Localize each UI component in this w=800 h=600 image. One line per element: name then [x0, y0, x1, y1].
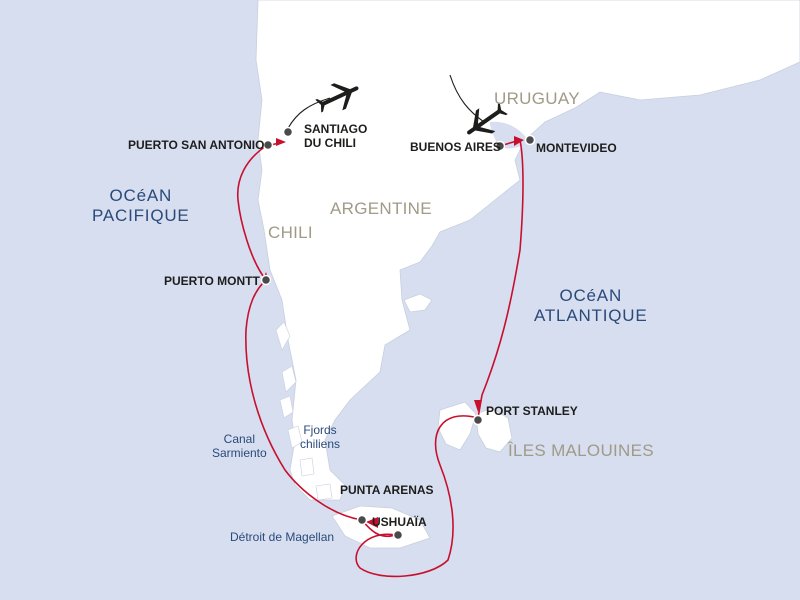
- feature-label-detroit-magellan: Détroit de Magellan: [230, 530, 335, 544]
- city-label-puerto-montt: PUERTO MONTT: [164, 274, 260, 288]
- feature-label-canal-line1: Canal: [223, 432, 256, 446]
- route-arrow: [514, 136, 524, 146]
- city-label-montevideo: MONTEVIDEO: [536, 141, 617, 155]
- country-label-chili: CHILI: [268, 223, 313, 242]
- city-label-santiago-line1: SANTIAGO: [304, 122, 368, 136]
- airplane-icon: [315, 83, 359, 113]
- pacific-ocean-label-line2: PACIFIQUE: [92, 206, 190, 226]
- city-label-punta-arenas: PUNTA ARENAS: [340, 483, 434, 497]
- valdes-peninsula: [403, 293, 433, 313]
- airplane-icon: [467, 102, 508, 135]
- port-dot-santiago: [282, 126, 294, 138]
- falkland-islands: [437, 401, 513, 453]
- port-dot-ushuaia: [392, 529, 404, 541]
- pacific-ocean-label-line1: OCéAN: [109, 186, 173, 205]
- city-label-buenos-aires: BUENOS AIRES: [410, 140, 501, 154]
- feature-label-fjords-line2: chiliens: [300, 436, 341, 451]
- port-dot-buenos-aires: [494, 140, 506, 152]
- port-dot-montevideo: [524, 134, 536, 146]
- south-america-landmass: [255, 0, 800, 501]
- atlantic-ocean-label: OCéAN ATLANTIQUE: [534, 286, 647, 327]
- feature-label-fjords-line1: Fjords: [303, 423, 337, 437]
- city-label-ushuaia: USHUAÏA: [372, 515, 427, 529]
- port-dot-port-stanley: [472, 414, 484, 426]
- pacific-ocean-label: OCéAN PACIFIQUE: [92, 186, 190, 227]
- atlantic-ocean-label-line1: OCéAN: [559, 286, 623, 305]
- country-label-malouines: ÎLES MALOUINES: [508, 441, 654, 460]
- tierra-del-fuego: [331, 505, 431, 549]
- chilean-fjord-islands: [275, 321, 333, 501]
- port-dot-puerto-montt: [260, 274, 272, 286]
- city-label-puerto-san-antonio: PUERTO SAN ANTONIO: [128, 138, 265, 152]
- country-label-argentine: ARGENTINE: [330, 199, 432, 218]
- atlantic-ocean-label-line2: ATLANTIQUE: [534, 306, 648, 326]
- port-dot-punta-arenas: [356, 514, 368, 526]
- feature-label-fjords: Fjords chiliens: [300, 423, 341, 452]
- route-arrow: [366, 517, 378, 528]
- feature-label-canal-sarmiento: Canal Sarmiento: [212, 432, 267, 461]
- country-label-uruguay: URUGUAY: [494, 89, 580, 108]
- city-label-port-stanley: PORT STANLEY: [486, 404, 578, 418]
- route-arrow: [474, 400, 482, 412]
- city-label-santiago-line2: DU CHILI: [304, 136, 356, 151]
- port-dot-puerto-san-antonio: [262, 139, 274, 151]
- route-arrow: [276, 138, 286, 146]
- city-label-santiago: SANTIAGO DU CHILI: [304, 122, 367, 151]
- flight-path-buenos-aires: [449, 74, 485, 123]
- feature-label-canal-line2: Sarmiento: [212, 445, 267, 460]
